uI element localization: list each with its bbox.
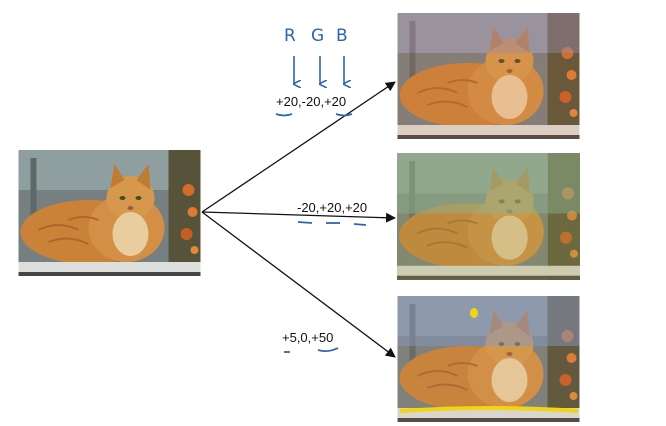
channel-label-g: G [311,26,325,46]
underline-mid-3 [353,223,367,226]
adjustment-label-top: +20,-20,+20 [276,94,347,109]
source-cat-image [18,150,201,276]
adjustment-label-middle: -20,+20,+20 [297,200,368,215]
output-image-top [397,13,580,139]
underline-top-2 [335,113,353,117]
output-image-bottom [397,296,580,422]
channel-label-b: B [336,26,348,46]
underline-top-1 [275,113,293,117]
adjustment-label-bottom: +5,0,+50 [282,330,334,345]
underline-bot-2 [317,347,339,353]
underline-mid-1 [297,221,313,224]
output-image-middle [397,153,580,280]
channel-label-r: R [284,26,296,46]
